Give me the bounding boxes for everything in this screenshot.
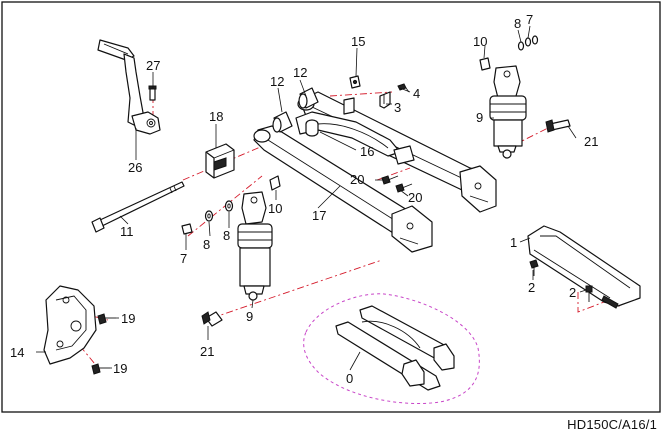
callout-7: 7: [526, 12, 533, 27]
nut[interactable]: [349, 75, 361, 89]
callout-12: 12: [270, 74, 284, 89]
diagram-border: [1, 1, 661, 413]
callout-21: 21: [200, 344, 214, 359]
callout-9: 9: [476, 110, 483, 125]
callout-27: 27: [146, 58, 160, 73]
callout-0: 0: [346, 371, 353, 386]
shock-mounting-bolt[interactable]: [201, 311, 223, 327]
callout-labels: 15 27 10 8 7 12 12 4 3 18 9 21 16 26 20 …: [10, 12, 598, 386]
callout-21: 21: [584, 134, 598, 149]
rear-shock-absorber[interactable]: [489, 65, 527, 159]
brake-torque-bracket[interactable]: [379, 91, 391, 109]
swing-arm[interactable]: [253, 91, 497, 253]
nut[interactable]: [479, 57, 491, 71]
washer[interactable]: [224, 200, 234, 212]
washer[interactable]: [524, 37, 532, 47]
callout-10: 10: [268, 201, 282, 216]
callout-9: 9: [246, 309, 253, 324]
sprocket-cover[interactable]: [43, 285, 97, 365]
bolt[interactable]: [381, 175, 399, 185]
callout-2: 2: [569, 285, 576, 300]
nut[interactable]: [181, 223, 193, 235]
callout-20: 20: [408, 190, 422, 205]
bolt[interactable]: [395, 183, 413, 193]
kickstart-lever[interactable]: [97, 39, 161, 135]
nut[interactable]: [269, 175, 281, 191]
callout-8: 8: [223, 228, 230, 243]
washer[interactable]: [204, 210, 214, 222]
callout-leaders: [36, 25, 587, 371]
callout-3: 3: [394, 100, 401, 115]
callout-1: 1: [510, 235, 517, 250]
swing-arm-assembly[interactable]: [335, 305, 455, 391]
callout-10: 10: [473, 34, 487, 49]
pivot-bushing[interactable]: [272, 111, 293, 133]
callout-4: 4: [413, 86, 420, 101]
callout-17: 17: [312, 208, 326, 223]
callout-18: 18: [209, 109, 223, 124]
screw[interactable]: [97, 313, 116, 325]
swing-arm-assembly-outline: [303, 293, 480, 405]
callout-8: 8: [203, 237, 210, 252]
nut[interactable]: [531, 35, 539, 45]
screw[interactable]: [91, 363, 110, 375]
callout-7: 7: [180, 251, 187, 266]
callout-26: 26: [128, 160, 142, 175]
chain-slider-block[interactable]: [205, 143, 235, 179]
callout-2: 2: [528, 280, 535, 295]
chain-guard[interactable]: [527, 225, 641, 309]
swing-arm-pivot-bolt[interactable]: [91, 181, 185, 233]
screw[interactable]: [529, 259, 539, 276]
callout-11: 11: [120, 224, 134, 239]
callout-8: 8: [514, 16, 521, 31]
rear-shock-absorber[interactable]: [237, 191, 273, 301]
callout-15: 15: [351, 34, 365, 49]
callout-19: 19: [121, 311, 135, 326]
callout-12: 12: [293, 65, 307, 80]
callout-14: 14: [10, 345, 24, 360]
callout-20: 20: [350, 172, 364, 187]
shock-mounting-bolt[interactable]: [545, 119, 571, 133]
washer[interactable]: [517, 41, 525, 51]
kickstart-bolt[interactable]: [148, 85, 157, 101]
callout-16: 16: [360, 144, 374, 159]
collar[interactable]: [305, 119, 319, 137]
callout-19: 19: [113, 361, 127, 376]
diagram-code: HD150C/A16/1: [567, 417, 657, 432]
